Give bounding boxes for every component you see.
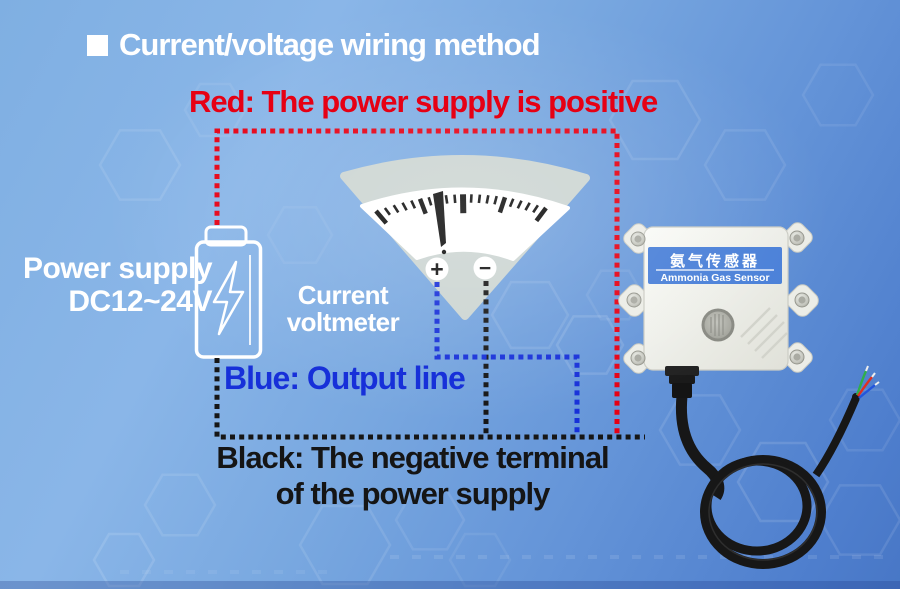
minus-terminal-label: − <box>479 257 491 280</box>
red-positive-wire <box>214 128 620 434</box>
blue-strand <box>858 384 876 399</box>
analog-gauge-icon: + − <box>340 155 590 320</box>
stripped-wire-strands <box>855 365 880 399</box>
plus-terminal-icon <box>425 257 449 281</box>
screws <box>626 230 810 366</box>
square-bullet-icon <box>87 34 108 56</box>
power-supply-label-line2: DC12~24V <box>68 285 212 318</box>
power-supply-label: Power supply DC12~24V <box>8 252 213 318</box>
plus-terminal-label: + <box>430 256 443 282</box>
red-wire-label: Red: The power supply is positive <box>189 84 658 119</box>
voltmeter-label: Current voltmeter <box>263 282 423 336</box>
battery-body <box>194 240 263 359</box>
screw-icon <box>789 230 805 246</box>
gauge-needle <box>433 191 446 247</box>
cable-gland <box>665 366 699 398</box>
battery-cap <box>204 225 248 247</box>
ammonia-sensor-device: 氨气传感器 Ammonia Gas Sensor <box>618 222 880 569</box>
sensor-label-cn: 氨气传感器 <box>670 252 760 270</box>
page-title: Current/voltage wiring method <box>87 27 541 63</box>
red-strand <box>857 376 873 397</box>
wires <box>214 128 645 440</box>
black-wire-label-line1: Black: The negative terminal <box>216 440 609 475</box>
green-strand <box>855 370 868 396</box>
voltmeter-label-line1: Current <box>297 280 389 310</box>
sensor-label-plate <box>648 247 782 284</box>
black-wire-label: Black: The negative terminal of the powe… <box>180 440 645 512</box>
blue-wire-label: Blue: Output line <box>224 360 466 396</box>
lightning-bolt-icon <box>212 260 245 336</box>
gauge-ticks <box>374 194 548 225</box>
vent-grooves <box>740 307 788 359</box>
minus-terminal-icon <box>473 256 497 280</box>
voltmeter-label-line2: voltmeter <box>286 307 400 337</box>
sensor-cable-icon <box>675 395 860 569</box>
page-title-text: Current/voltage wiring method <box>119 27 541 62</box>
power-supply-label-line1: Power supply <box>22 252 213 285</box>
screw-icon <box>794 292 810 308</box>
screw-icon <box>626 292 642 308</box>
bottom-shade-strip <box>0 581 900 589</box>
screw-icon <box>630 231 646 247</box>
screw-icon <box>789 349 805 365</box>
gauge-needle-hub <box>441 249 447 255</box>
sensor-label-en: Ammonia Gas Sensor <box>660 272 769 284</box>
black-wire-label-line2: of the power supply <box>275 476 551 511</box>
screw-icon <box>630 350 646 366</box>
blue-output-wire <box>434 282 580 435</box>
hexagon-outlines <box>92 63 900 588</box>
battery-icon <box>194 225 263 359</box>
sensor-port-icon <box>701 308 735 342</box>
